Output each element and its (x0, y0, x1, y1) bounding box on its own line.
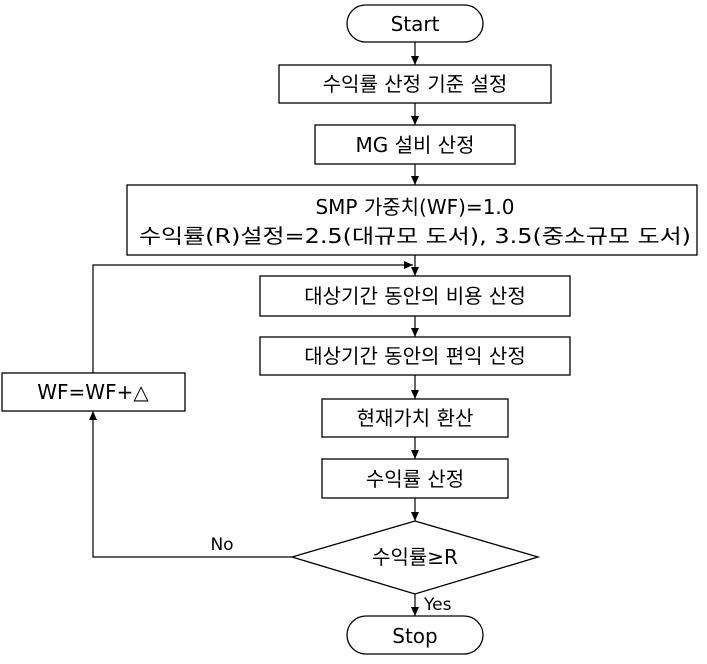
node-stop: Stop (346, 615, 484, 655)
node-mg-calc-label: MG 설비 산정 (355, 133, 474, 157)
node-criteria-label: 수익률 산정 기준 설정 (323, 72, 508, 96)
node-roi-label: 수익률 산정 (366, 467, 464, 491)
node-cost-label: 대상기간 동안의 비용 산정 (304, 284, 525, 308)
edge-label-yes: Yes (423, 595, 452, 615)
node-roi: 수익률 산정 (321, 458, 509, 499)
edge-decision-no (89, 411, 292, 558)
node-mg-calc: MG 설비 산정 (314, 124, 516, 165)
edges (89, 42, 419, 616)
node-update-wf-label: WF=WF+△ (37, 380, 149, 404)
node-params: SMP 가중치(WF)=1.0 수익률(R)설정=2.5(대규모 도서), 3.… (126, 184, 698, 256)
node-start-label: Start (391, 12, 440, 36)
node-decision: 수익률≥R (289, 520, 541, 595)
node-stop-label: Stop (392, 624, 437, 648)
node-present-value-label: 현재가치 환산 (357, 406, 474, 430)
node-cost: 대상기간 동안의 비용 산정 (259, 275, 571, 317)
node-criteria: 수익률 산정 기준 설정 (278, 64, 552, 104)
node-update-wf: WF=WF+△ (1, 372, 186, 412)
edge-loop-back (92, 261, 413, 373)
node-start: Start (346, 4, 484, 43)
node-present-value: 현재가치 환산 (321, 398, 509, 438)
node-decision-label: 수익률≥R (372, 545, 458, 569)
node-benefit: 대상기간 동안의 편익 산정 (259, 336, 571, 376)
node-benefit-label: 대상기간 동안의 편익 산정 (304, 344, 525, 368)
edge-label-no: No (210, 535, 233, 555)
node-params-line2: 수익률(R)설정=2.5(대규모 도서), 3.5(중소규모 도서) (139, 224, 691, 248)
node-params-line1: SMP 가중치(WF)=1.0 (315, 195, 514, 219)
